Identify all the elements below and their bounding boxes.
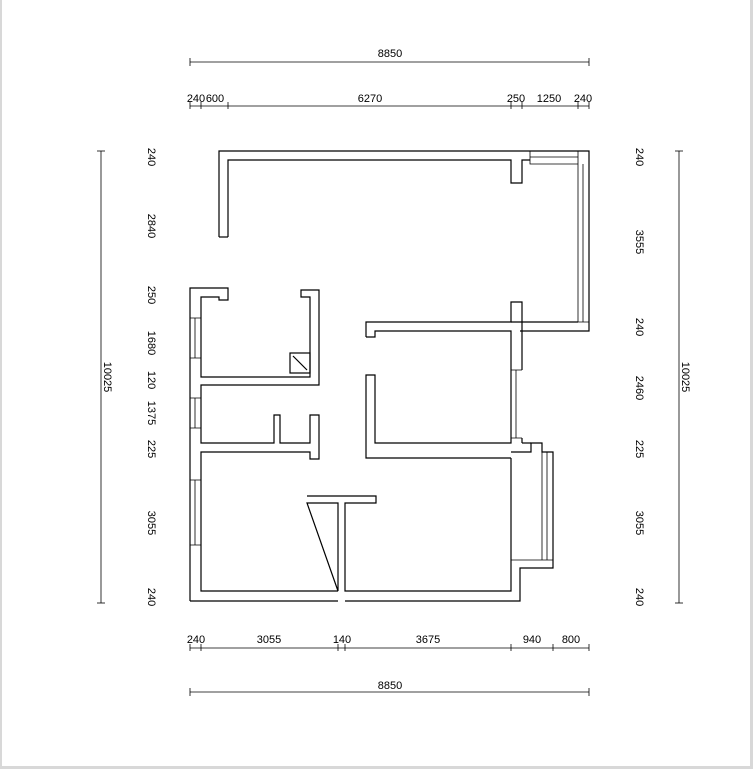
left-segment-label: 250 [145,286,157,304]
top-wall-inner [227,159,530,237]
left-segment-label: 120 [145,371,157,389]
top-segment-dimension: 240 600 6270 250 1250 240 [187,93,592,109]
bottom-segment-label: 3055 [257,634,281,646]
top-segment-label: 1250 [537,93,561,105]
left-rooms-walls [189,287,338,602]
left-segment-label: 1375 [145,401,157,425]
washbasin-fixture [289,352,311,374]
top-total-dimension: 8850 [189,48,590,66]
bay-window [511,452,553,561]
left-window-upper [190,317,201,359]
right-segment-label: 240 [633,588,645,606]
balcony-window-top [529,151,578,165]
top-segment-label: 6270 [358,93,382,105]
top-wall [218,150,590,332]
bottom-segment-label: 3675 [416,634,440,646]
right-total-label: 10025 [679,362,691,393]
right-total-dimension: 10025 [675,150,691,604]
bottom-total-label: 8850 [378,680,402,692]
bottom-segment-label: 800 [562,634,580,646]
left-total-dimension: 10025 [97,150,113,604]
top-total-label: 8850 [378,48,402,60]
left-total-label: 10025 [101,362,113,393]
right-segment-dimension: 240 3555 240 2460 225 3055 240 [633,148,645,606]
left-segment-label: 240 [145,588,157,606]
bottom-total-dimension: 8850 [189,680,590,696]
left-segment-label: 1680 [145,331,157,355]
bottom-segment-label: 140 [333,634,351,646]
top-segment-label: 250 [507,93,525,105]
left-segment-dimension: 240 2840 250 1680 120 1375 225 3055 240 [145,148,157,606]
right-segment-label: 2460 [633,376,645,400]
frame-right-edge [750,0,753,769]
left-window-lower [190,479,201,546]
middle-window [511,369,522,439]
bottom-segment-dimension: 240 3055 140 3675 940 800 [187,634,590,651]
bottom-segment-label: 240 [187,634,205,646]
left-window-middle [190,397,201,429]
right-segment-label: 240 [633,318,645,336]
top-segment-label: 240 [574,93,592,105]
frame-left-edge [0,0,2,769]
frame-bottom-edge [0,766,753,769]
bottom-segment-label: 940 [523,634,541,646]
t-partition [306,458,512,592]
left-segment-label: 240 [145,148,157,166]
right-segment-label: 240 [633,148,645,166]
right-segment-label: 225 [633,440,645,458]
left-segment-label: 2840 [145,214,157,238]
top-segment-label: 240 [187,93,205,105]
balcony-window-right [577,151,589,323]
top-segment-label: 600 [206,93,224,105]
left-segment-label: 225 [145,440,157,458]
exterior-walls [218,150,590,332]
center-walls [306,301,554,602]
left-segment-label: 3055 [145,511,157,535]
right-segment-label: 3555 [633,230,645,254]
right-segment-label: 3055 [633,511,645,535]
